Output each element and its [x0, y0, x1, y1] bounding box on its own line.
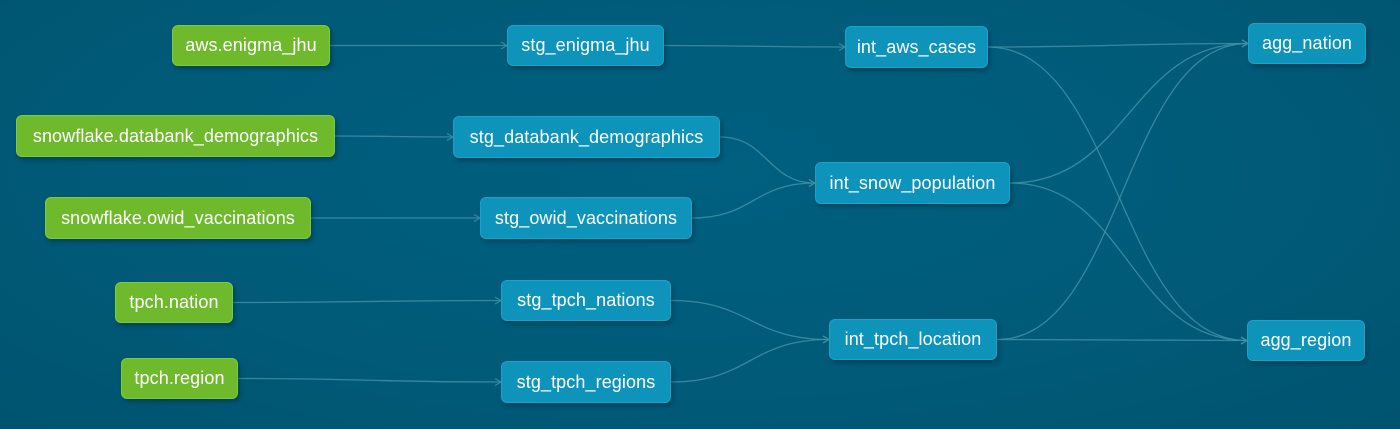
edge-snowflake_databank_demographics-to-stg_databank_demographics	[334, 135, 454, 138]
node-stg-tpch-regions[interactable]: stg_tpch_regions	[501, 361, 671, 403]
edge-int_tpch_location-to-agg_nation	[996, 42, 1249, 341]
node-stg-enigma-jhu[interactable]: stg_enigma_jhu	[507, 25, 664, 66]
node-int-tpch-location[interactable]: int_tpch_location	[829, 319, 997, 360]
node-agg-nation[interactable]: agg_nation	[1248, 23, 1366, 64]
edge-int_snow_population-to-agg_nation	[1009, 42, 1249, 184]
edge-int_snow_population-to-agg_region	[1009, 182, 1248, 342]
edge-stg_tpch_nations-to-int_tpch_location	[670, 299, 830, 341]
edge-tpch_nation-to-stg_tpch_nations	[232, 299, 502, 304]
edge-tpch_region-to-stg_tpch_regions	[237, 377, 502, 383]
edge-stg_databank_demographics-to-int_snow_population	[719, 136, 816, 184]
edge-stg_enigma_jhu-to-int_aws_cases	[663, 44, 846, 48]
edge-int_aws_cases-to-agg_nation	[987, 42, 1249, 48]
node-stg-databank-demographics[interactable]: stg_databank_demographics	[453, 116, 720, 158]
node-stg-tpch-nations[interactable]: stg_tpch_nations	[501, 280, 671, 321]
edge-stg_tpch_regions-to-int_tpch_location	[670, 338, 830, 383]
node-stg-owid-vaccinations[interactable]: stg_owid_vaccinations	[480, 197, 692, 239]
node-tpch-nation[interactable]: tpch.nation	[115, 282, 233, 323]
node-agg-region[interactable]: agg_region	[1247, 320, 1365, 361]
edge-int_tpch_location-to-agg_region	[996, 338, 1248, 342]
node-tpch-region[interactable]: tpch.region	[121, 358, 238, 399]
node-snowflake-databank-demographics[interactable]: snowflake.databank_demographics	[16, 115, 335, 157]
node-snowflake-owid-vaccinations[interactable]: snowflake.owid_vaccinations	[45, 197, 311, 239]
node-int-snow-population[interactable]: int_snow_population	[815, 162, 1010, 204]
node-int-aws-cases[interactable]: int_aws_cases	[845, 26, 988, 68]
edge-stg_owid_vaccinations-to-int_snow_population	[691, 182, 816, 219]
node-aws-enigma-jhu[interactable]: aws.enigma_jhu	[172, 25, 330, 66]
edge-int_aws_cases-to-agg_region	[987, 46, 1248, 342]
